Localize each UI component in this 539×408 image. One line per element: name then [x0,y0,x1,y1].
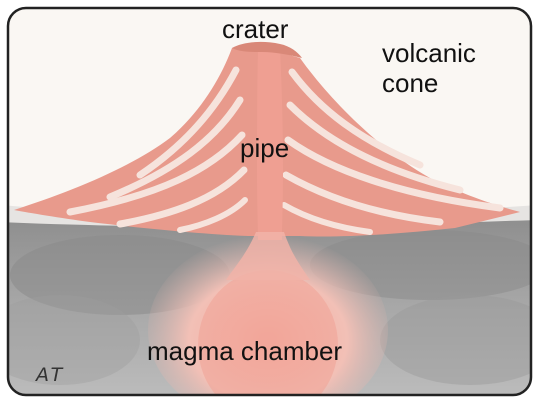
volcanic-cone-label-line1: volcanic [382,38,476,68]
volcanic-cone-label: volcanic cone [382,38,476,98]
crater-label: crater [222,14,288,44]
volcanic-cone-label-line2: cone [382,68,476,98]
artist-signature: AT [36,364,65,386]
pipe-label: pipe [240,133,289,163]
magma-chamber-label: magma chamber [147,336,342,366]
